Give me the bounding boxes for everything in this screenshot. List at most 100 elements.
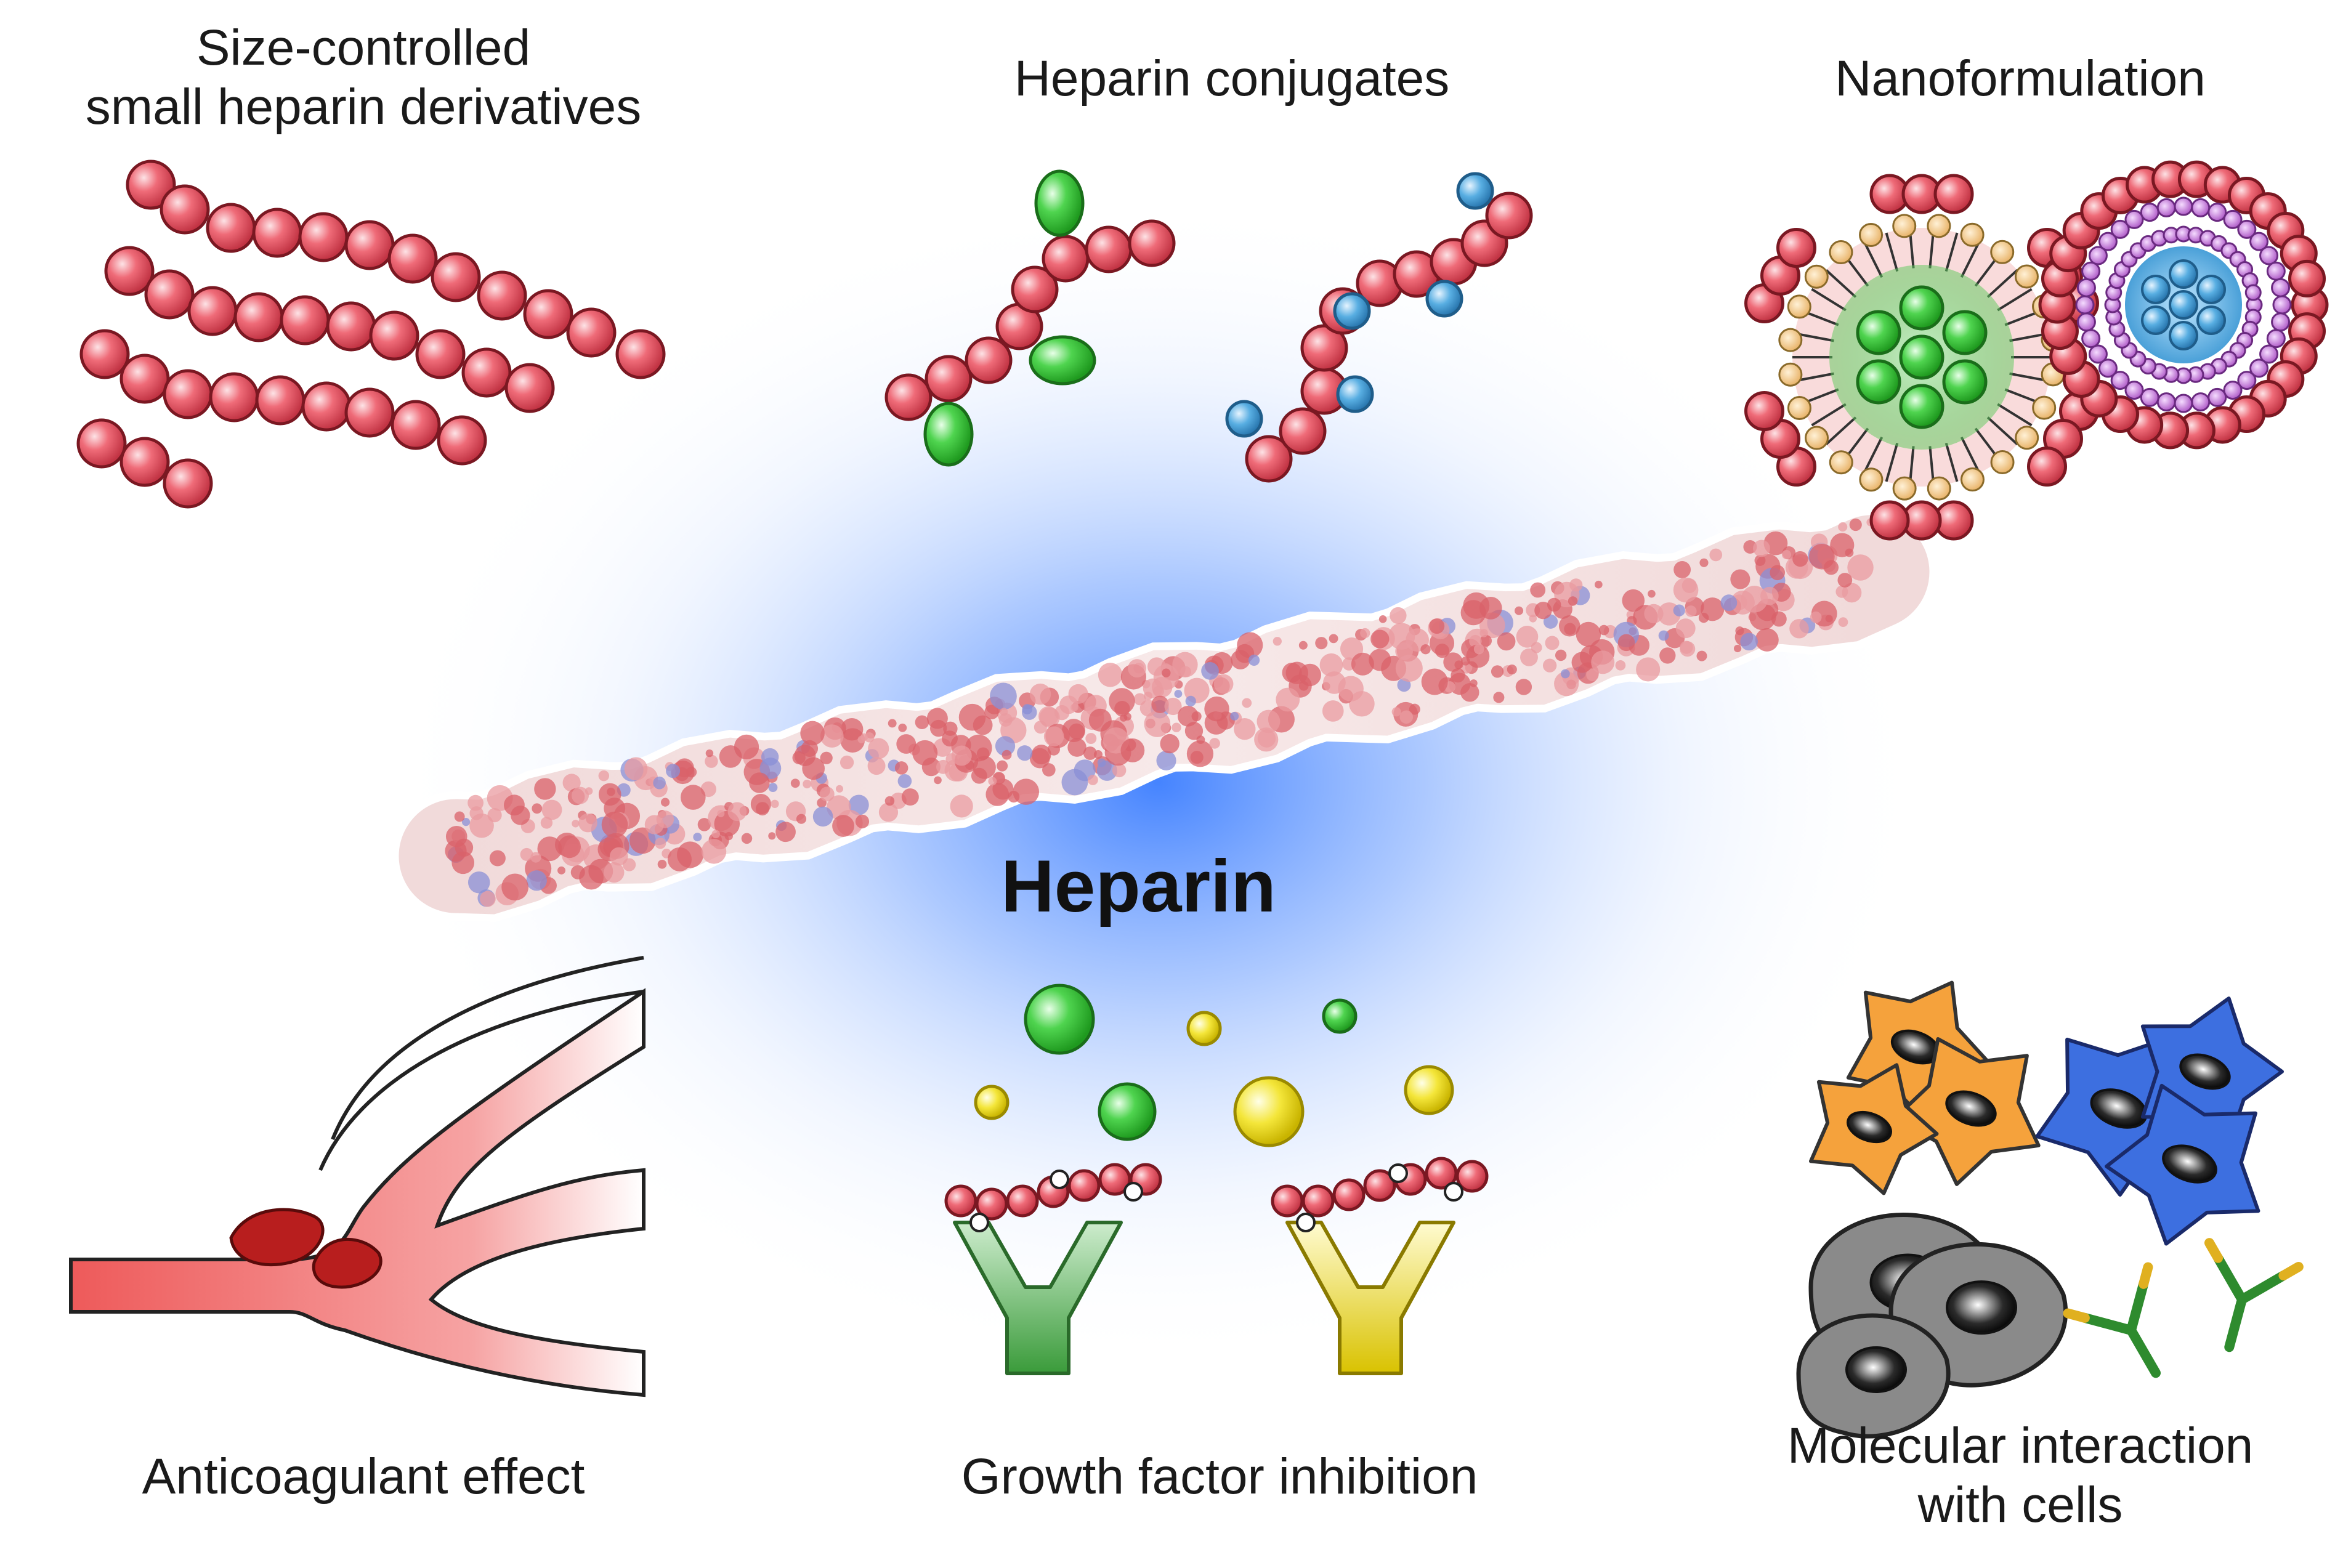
micelle-head	[2015, 426, 2039, 450]
strand-speckle	[1319, 653, 1343, 677]
micelle-tail	[1944, 442, 1959, 482]
strand-speckle	[802, 757, 825, 780]
bound-heparin-bead	[944, 1184, 977, 1218]
chain-bead	[209, 372, 259, 422]
liposome-head	[2259, 344, 2279, 364]
binding-site	[1296, 1213, 1316, 1232]
strand-speckle	[1720, 594, 1738, 612]
strand-speckle	[1435, 644, 1450, 658]
strand-speckle	[1370, 629, 1390, 649]
bound-heparin-bead	[1332, 1178, 1366, 1211]
chain-bead	[187, 286, 238, 336]
antibody-tip	[2204, 1238, 2304, 1281]
strand-speckle	[1789, 619, 1809, 639]
liposome-drug	[2196, 305, 2226, 335]
strand-speckle	[1733, 644, 1742, 653]
micelle-head	[1990, 240, 2015, 264]
strand-speckle	[693, 833, 702, 842]
strand-speckle	[1473, 644, 1484, 655]
strand-speckle	[1520, 648, 1538, 666]
liposome-head	[2266, 329, 2286, 349]
strand-speckle	[526, 870, 547, 891]
liposome-head	[2272, 295, 2292, 315]
strand-speckle	[711, 830, 721, 839]
strand-speckle	[1636, 657, 1661, 682]
strand-speckle	[1185, 695, 1196, 707]
strand-speckle	[1097, 758, 1106, 767]
strand-speckle	[1013, 778, 1040, 805]
strand-speckle	[848, 794, 869, 815]
green-conjugate	[1034, 169, 1085, 237]
strand-speckle	[1156, 750, 1176, 771]
strand-speckle	[1838, 522, 1848, 532]
liposome-head	[2244, 284, 2262, 301]
chain-bead	[431, 252, 481, 302]
strand-speckle	[1568, 596, 1578, 606]
liposome-drug	[2169, 290, 2198, 320]
antibody-tip	[2063, 1262, 2153, 1323]
conjugate-bead	[1128, 219, 1176, 267]
strand-speckle	[1322, 700, 1344, 722]
strand-speckle	[1114, 701, 1130, 717]
growth-factor-yellow	[1404, 1065, 1454, 1115]
micelle-head	[1960, 222, 1985, 247]
micelle-head	[1960, 467, 1985, 492]
strand-speckle	[1673, 561, 1691, 578]
strand-speckle	[1838, 617, 1848, 628]
strand-speckle	[1529, 615, 1537, 623]
strand-speckle	[1555, 649, 1567, 661]
label-size-controlled-line2: small heparin derivatives	[85, 79, 642, 135]
strand-speckle	[487, 807, 502, 823]
strand-speckle	[878, 802, 899, 822]
liposome-drug	[2196, 275, 2226, 304]
strand-speckle	[800, 721, 825, 746]
strand-speckle	[1209, 738, 1220, 749]
strand-speckle	[1201, 662, 1219, 680]
strand-speckle	[934, 776, 942, 785]
strand-speckle	[1595, 580, 1603, 589]
blue-conjugate	[1336, 375, 1374, 413]
label-molecular-line1: Molecular interaction	[1787, 1418, 2254, 1474]
strand-speckle	[820, 724, 844, 748]
strand-speckle	[1554, 671, 1579, 697]
chain-bead	[126, 160, 176, 210]
strand-speckle	[504, 794, 525, 816]
strand-speckle	[1545, 636, 1560, 650]
label-molecular: Molecular interaction with cells	[1712, 1416, 2328, 1535]
chain-bead	[387, 233, 438, 284]
conjugate-bead	[1085, 225, 1133, 273]
growth-factor-green	[1024, 984, 1095, 1055]
conjugate-bead	[1279, 407, 1327, 455]
strand-speckle	[1248, 654, 1260, 666]
micelle-head	[1804, 264, 1829, 289]
strand-speckle	[855, 814, 870, 828]
strand-speckle	[840, 728, 865, 753]
liposome-head	[2081, 261, 2101, 281]
green-conjugate	[923, 402, 974, 467]
strand-speckle	[604, 862, 625, 883]
strand-speckle	[644, 815, 664, 835]
label-anticoagulant: Anticoagulant effect	[142, 1449, 585, 1505]
strand-speckle	[1429, 618, 1445, 634]
cell-nucleus	[1847, 1110, 1892, 1144]
liposome-head	[2191, 198, 2211, 217]
liposome-head	[2076, 278, 2096, 297]
bound-heparin-bead	[1006, 1184, 1039, 1218]
strand-speckle	[467, 871, 490, 894]
micelle-drug	[1942, 359, 1988, 405]
micelle-head	[2032, 395, 2057, 420]
strand-speckle	[950, 794, 973, 818]
strand-speckle	[727, 802, 747, 822]
micelle-tail	[1960, 436, 1981, 474]
micelle-tail	[1944, 232, 1959, 272]
micelle-bead	[2026, 447, 2067, 487]
antibody-arm	[2079, 1279, 2161, 1378]
micelle-drug	[1899, 334, 1944, 380]
strand-speckle	[1230, 711, 1239, 721]
liposome-drug	[2141, 305, 2171, 335]
strand-speckle	[768, 832, 776, 840]
strand-speckle	[1257, 729, 1276, 748]
strand-speckle	[1760, 586, 1779, 605]
strand-speckle	[655, 838, 666, 849]
